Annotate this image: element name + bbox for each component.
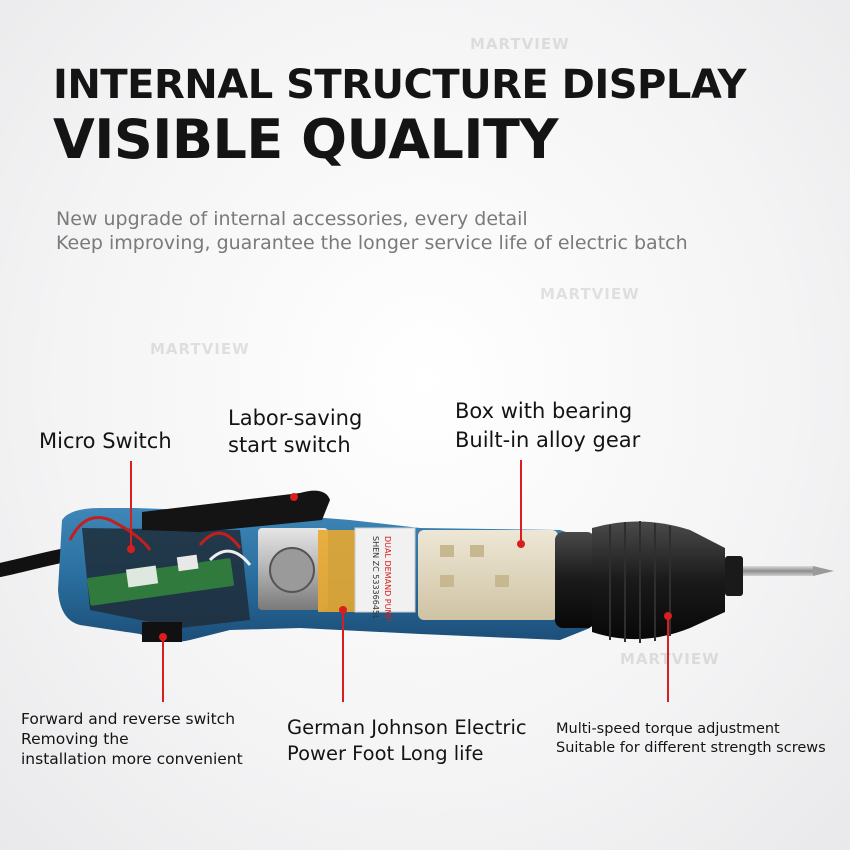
start-switch <box>142 490 330 532</box>
screwdriver-bit <box>743 566 813 576</box>
callout-reverse-switch-line-1: Forward and reverse switch <box>21 710 236 728</box>
callout-torque-line-2: Suitable for different strength screws <box>556 740 826 756</box>
callout-micro-switch: Micro Switch <box>39 429 172 453</box>
watermark: MARTVIEW <box>540 285 640 303</box>
callout-reverse-switch-line-3: installation more convenient <box>21 750 243 768</box>
torque-collar <box>592 521 725 640</box>
motor-label-line-1: DUAL DEMAND PUMP <box>383 536 392 621</box>
watermark: MARTVIEW <box>620 650 720 668</box>
subtitle-line-2: Keep improving, guarantee the longer ser… <box>56 232 688 254</box>
watermark: MARTVIEW <box>470 35 570 53</box>
callout-reverse-switch-line-2: Removing the <box>21 730 129 748</box>
power-cable <box>0 548 73 577</box>
circuit-board <box>87 558 234 606</box>
callout-motor-line-1: German Johnson Electric <box>287 716 527 739</box>
subtitle-line-1: New upgrade of internal accessories, eve… <box>56 208 528 230</box>
motor-label-line-2: SHEN ZC 53336645L <box>371 536 380 620</box>
callout-gearbox-line-2: Built-in alloy gear <box>455 428 641 452</box>
callout-start-switch-line-1: Labor-saving <box>228 406 363 430</box>
callout-torque-line-1: Multi-speed torque adjustment <box>556 721 780 737</box>
callout-gearbox-line-1: Box with bearing <box>455 399 633 423</box>
gearbox <box>418 530 558 620</box>
heading-line-1: INTERNAL STRUCTURE DISPLAY <box>53 62 746 108</box>
callout-start-switch-line-2: start switch <box>228 433 351 457</box>
callout-motor-line-2: Power Foot Long life <box>287 742 484 765</box>
watermark: MARTVIEW <box>150 340 250 358</box>
heading-line-2: VISIBLE QUALITY <box>53 108 558 171</box>
reverse-switch <box>142 622 182 642</box>
